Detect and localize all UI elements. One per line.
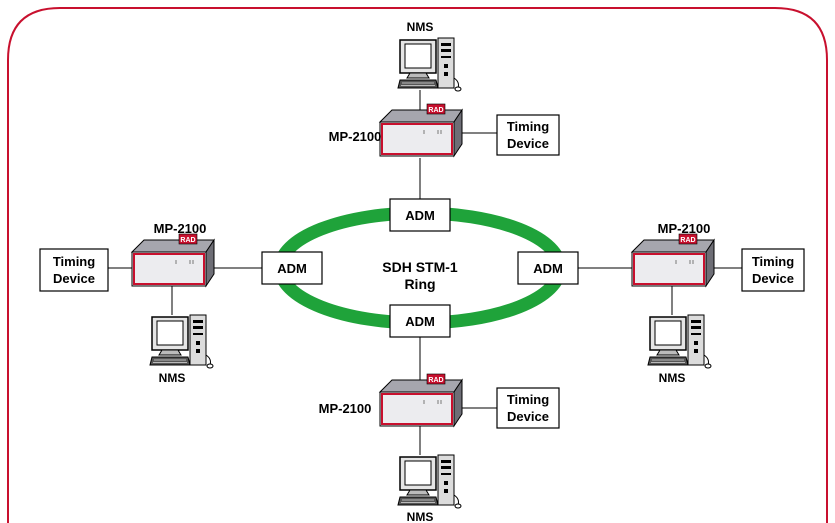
rad-logo: RAD bbox=[428, 107, 443, 114]
mux-west-label: MP-2100 bbox=[154, 221, 207, 236]
adm-north: ADM bbox=[389, 198, 451, 232]
timing-north-line2: Device bbox=[507, 136, 549, 151]
adm-east: ADM bbox=[517, 251, 579, 285]
ring-label-line2: Ring bbox=[404, 276, 435, 292]
adm-south: ADM bbox=[389, 304, 451, 338]
nms-north-computer-icon bbox=[397, 37, 462, 92]
adm-west: ADM bbox=[261, 251, 323, 285]
adm-south-label: ADM bbox=[405, 314, 435, 329]
timing-east-line1: Timing bbox=[752, 254, 794, 269]
links bbox=[108, 90, 742, 455]
mp2100-north: RAD bbox=[379, 103, 463, 157]
nms-east-label: NMS bbox=[659, 371, 686, 385]
timing-south-line2: Device bbox=[507, 409, 549, 424]
timing-device-north: Timing Device bbox=[496, 114, 560, 156]
nms-south-computer-icon bbox=[397, 454, 462, 509]
nms-south-label: NMS bbox=[407, 510, 434, 523]
diagram-frame bbox=[7, 7, 828, 523]
nms-north-label: NMS bbox=[407, 20, 434, 34]
mux-south-label: MP-2100 bbox=[319, 401, 372, 416]
timing-east-line2: Device bbox=[752, 271, 794, 286]
adm-north-label: ADM bbox=[405, 208, 435, 223]
adm-east-label: ADM bbox=[533, 261, 563, 276]
timing-device-east: Timing Device bbox=[741, 248, 805, 292]
timing-north-line1: Timing bbox=[507, 119, 549, 134]
timing-west-line2: Device bbox=[53, 271, 95, 286]
mp2100-west: RAD bbox=[131, 233, 215, 287]
rad-logo: RAD bbox=[428, 377, 443, 384]
ring-label-line1: SDH STM-1 bbox=[382, 259, 458, 275]
nms-west-label: NMS bbox=[159, 371, 186, 385]
timing-south-line1: Timing bbox=[507, 392, 549, 407]
timing-device-west: Timing Device bbox=[39, 248, 109, 292]
mux-east-label: MP-2100 bbox=[658, 221, 711, 236]
timing-device-south: Timing Device bbox=[496, 387, 560, 429]
rad-logo: RAD bbox=[180, 237, 195, 244]
mp2100-south: RAD bbox=[379, 373, 463, 427]
adm-west-label: ADM bbox=[277, 261, 307, 276]
rad-logo: RAD bbox=[680, 237, 695, 244]
mp2100-east: RAD bbox=[631, 233, 715, 287]
timing-west-line1: Timing bbox=[53, 254, 95, 269]
nms-west-computer-icon bbox=[149, 314, 214, 369]
mux-north-label: MP-2100 bbox=[329, 129, 382, 144]
nms-east-computer-icon bbox=[647, 314, 712, 369]
